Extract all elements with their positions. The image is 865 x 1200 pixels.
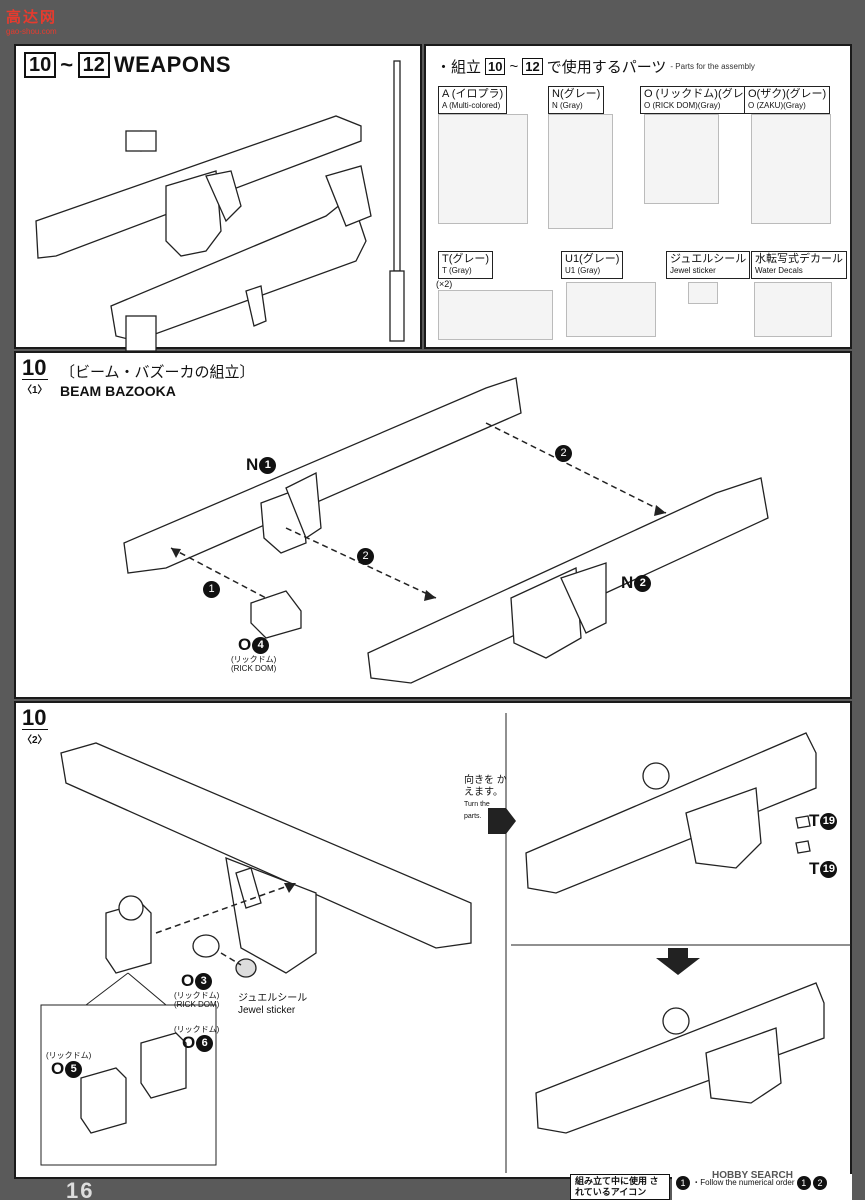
logo-sub: gao-shou.com [6, 27, 57, 36]
scope-assembly-illustration [40, 713, 851, 1173]
runner-image-t [438, 290, 553, 340]
runner-image-n [548, 114, 613, 229]
part-o6-sub: (リックドム) [174, 1025, 220, 1034]
water-decals-image [754, 282, 832, 337]
parts-heading-prefix: ・組立 [436, 59, 482, 76]
runner-label-n: N(グレー) N (Gray) [548, 86, 605, 114]
parts-heading: ・組立 10 ~ 12 で使用するパーツ - Parts for the ass… [436, 56, 755, 77]
jewel-sticker-image [688, 282, 718, 304]
parts-heading-en: - Parts for the assembly [670, 62, 755, 71]
step-10-2-number: 10 [22, 705, 47, 730]
parts-heading-tilde: ~ [509, 58, 519, 75]
runner-label-t: T(グレー) T (Gray) [438, 251, 494, 279]
icon-legend-box: 組み立て中に使用 されているアイコン [570, 1174, 670, 1200]
runner-label-u1: U1(グレー) U1 (Gray) [561, 251, 624, 279]
order-icon-1b: 1 [796, 1176, 811, 1190]
weapons-illustration [35, 60, 405, 351]
range-start-box: 10 [24, 52, 57, 78]
runner-label-water-decals: 水転写式デカール Water Decals [751, 251, 847, 279]
turn-parts-note: 向きを かえます。 Turn the parts. [464, 775, 507, 820]
site-logo: 高达网 gao-shou.com [6, 6, 70, 36]
runner-label-o-rick-dom: O (リックドム)(グレー) O (RICK DOM)(Gray) [640, 86, 763, 114]
step-10-1-panel: 10 〈1〉 〔ビーム・バズーカの組立〕 BEAM BAZOOKA [14, 351, 852, 699]
runner-t-count: (×2) [436, 279, 453, 289]
arrow-step-2b: 2 [357, 548, 374, 565]
bazooka-assembly-illustration [123, 377, 769, 684]
part-o3-sub: (リックドム) (RICK DOM) [174, 991, 220, 1009]
order-icon-1: 1 [676, 1176, 690, 1190]
parts-heading-start: 10 [485, 58, 506, 75]
parts-heading-suffix: で使用するパーツ [546, 59, 667, 76]
range-tilde: ~ [60, 52, 74, 77]
step-10-2-panel: 10 〈2〉 [14, 701, 852, 1179]
runner-image-u1 [566, 282, 656, 337]
parts-list-panel: ・組立 10 ~ 12 で使用するパーツ - Parts for the ass… [424, 44, 852, 349]
runner-label-o-zaku: O(ザク)(グレー) O (ZAKU)(Gray) [744, 86, 831, 114]
order-icon-2: 2 [812, 1176, 827, 1190]
arrow-step-2a: 2 [555, 445, 572, 462]
numerical-order-note: 1 ・Follow the numerical order 1 2 [672, 1174, 852, 1200]
part-o5-sub: (リックドム) [46, 1051, 92, 1060]
runner-image-o-zaku [751, 114, 831, 224]
step-10-1-title-en: BEAM BAZOOKA [60, 383, 176, 399]
part-o4-sub: (リックドム) (RICK DOM) [231, 655, 277, 673]
runner-image-a [438, 114, 528, 224]
step-10-1-sub: 〈1〉 [22, 379, 48, 396]
weapons-overview-panel: 10 ~ 12 WEAPONS [14, 44, 422, 351]
step-10-2-header: 10 〈2〉 [22, 707, 48, 748]
runner-label-a: A (イロプラ) A (Multi-colored) [438, 86, 508, 114]
runner-image-o-rick-dom [644, 114, 719, 204]
step-10-1-number: 10 [22, 355, 47, 380]
arrow-step-1: 1 [203, 581, 220, 598]
step-10-1-header: 10 〈1〉 [22, 357, 48, 398]
range-end-box: 12 [77, 52, 110, 78]
logo-text: 高达网 [6, 9, 58, 26]
hobby-search-watermark: HOBBY SEARCH [712, 1170, 793, 1181]
order-text: ・Follow the numerical order [692, 1178, 795, 1188]
weapons-title: 10 ~ 12 WEAPONS [24, 52, 231, 78]
step-10-1-title-jp: 〔ビーム・バズーカの組立〕 [60, 364, 255, 381]
parts-heading-end: 12 [522, 58, 543, 75]
jewel-sticker-note: ジュエルシール Jewel sticker [238, 993, 308, 1016]
step-10-2-sub: 〈2〉 [22, 729, 48, 746]
runner-label-jewel-sticker: ジュエルシール Jewel sticker [666, 251, 751, 279]
page-number: 16 [66, 1178, 95, 1200]
page-title: WEAPONS [113, 52, 232, 77]
